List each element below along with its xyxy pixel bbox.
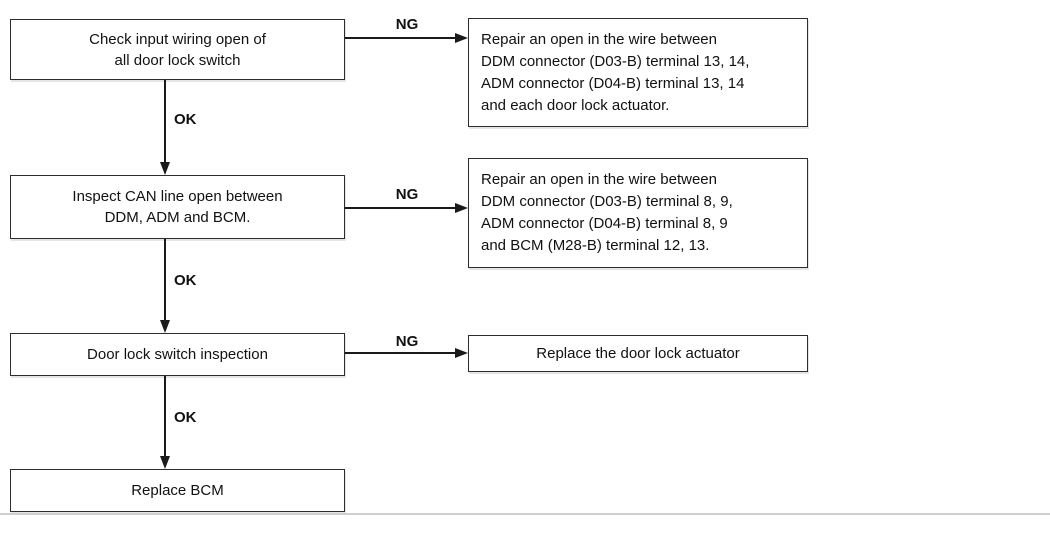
edge-label-ng-1: NG xyxy=(395,16,419,33)
edge-label-ok-2: OK xyxy=(174,272,197,289)
arrow-line-ok-1 xyxy=(164,80,166,162)
action-box-repair-input-wiring: Repair an open in the wire between DDM c… xyxy=(468,18,808,127)
arrow-line-ng-3 xyxy=(345,352,456,354)
step-text-line: Replace BCM xyxy=(131,482,224,499)
arrowhead-down-icon xyxy=(160,162,170,175)
step-box-door-lock-switch-inspection: Door lock switch inspection xyxy=(10,333,345,376)
arrowhead-right-icon xyxy=(455,203,468,213)
step-text-line: Check input wiring open of xyxy=(89,30,266,48)
arrow-line-ok-3 xyxy=(164,376,166,456)
action-text-line: Repair an open in the wire between xyxy=(481,171,717,188)
arrow-line-ng-2 xyxy=(345,207,456,209)
action-text-line: DDM connector (D03-B) terminal 13, 14, xyxy=(481,52,750,70)
arrowhead-right-icon xyxy=(455,33,468,43)
arrowhead-down-icon xyxy=(160,456,170,469)
action-box-replace-door-lock-actuator: Replace the door lock actuator xyxy=(468,335,808,372)
page-divider-line xyxy=(0,513,1050,515)
action-text-line: ADM connector (D04-B) terminal 13, 14 xyxy=(481,74,745,92)
action-text-line: ADM connector (D04-B) terminal 8, 9 xyxy=(481,215,728,232)
arrow-line-ok-2 xyxy=(164,239,166,320)
step-text-line: Inspect CAN line open between xyxy=(72,188,283,205)
action-text-line: Repair an open in the wire between xyxy=(481,30,717,48)
step-box-check-input-wiring: Check input wiring open of all door lock… xyxy=(10,19,345,80)
action-box-repair-can-line: Repair an open in the wire between DDM c… xyxy=(468,158,808,268)
step-text-line: all door lock switch xyxy=(114,51,241,69)
action-text-line: DDM connector (D03-B) terminal 8, 9, xyxy=(481,193,733,210)
edge-label-ng-3: NG xyxy=(395,333,419,350)
action-text-line: Replace the door lock actuator xyxy=(536,345,740,362)
step-box-replace-bcm: Replace BCM xyxy=(10,469,345,512)
arrowhead-right-icon xyxy=(455,348,468,358)
step-text-line: DDM, ADM and BCM. xyxy=(104,209,251,226)
edge-label-ng-2: NG xyxy=(395,186,419,203)
arrow-line-ng-1 xyxy=(345,37,456,39)
step-box-inspect-can-line: Inspect CAN line open between DDM, ADM a… xyxy=(10,175,345,239)
edge-label-ok-3: OK xyxy=(174,409,197,426)
step-text-line: Door lock switch inspection xyxy=(87,346,268,363)
arrowhead-down-icon xyxy=(160,320,170,333)
action-text-line: and each door lock actuator. xyxy=(481,96,670,114)
action-text-line: and BCM (M28-B) terminal 12, 13. xyxy=(481,237,710,254)
edge-label-ok-1: OK xyxy=(174,111,197,128)
